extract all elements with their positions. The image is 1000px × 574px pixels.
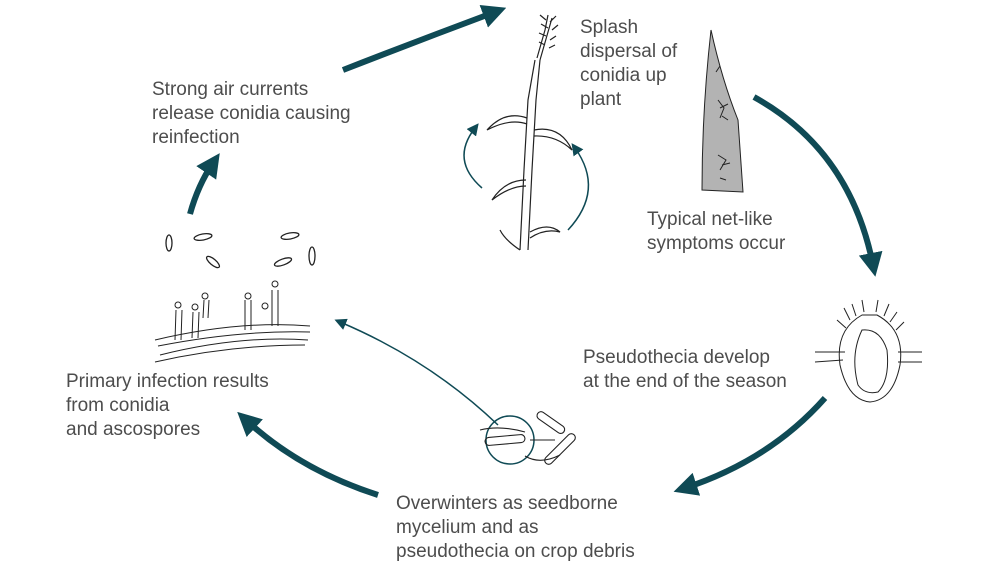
splash-arrow-right: [567, 143, 590, 231]
wheat-plant-illustration: [486, 14, 573, 251]
crop-debris-illustration: [479, 411, 576, 465]
arrow-pseudothecia-to-overwinter: [673, 396, 828, 496]
infected-leaf-illustration: [701, 29, 744, 193]
conidia-spores-illustration: [165, 232, 316, 269]
splash-arrow-left: [463, 123, 483, 189]
label-strong-air-currents: Strong air currents release conidia caus…: [152, 79, 351, 148]
arrow-debris-to-mycelium: [334, 318, 499, 426]
pseudothecium-illustration: [814, 299, 922, 403]
label-net-like-symptoms: Typical net-like symptoms occur: [647, 209, 786, 254]
arrow-leaf-to-pseudothecia: [752, 94, 883, 277]
label-pseudothecia-develop: Pseudothecia develop at the end of the s…: [583, 347, 787, 392]
arrow-overwinter-to-primary: [237, 411, 379, 498]
label-primary-infection: Primary infection results from conidia a…: [66, 371, 269, 440]
arrow-air-to-plant: [341, 4, 507, 73]
label-overwinters: Overwinters as seedborne mycelium and as…: [396, 493, 635, 562]
label-splash-dispersal: Splash dispersal of conidia up plant: [580, 17, 678, 110]
arrow-primary-to-air: [187, 153, 220, 215]
mycelium-illustration: [154, 280, 311, 363]
